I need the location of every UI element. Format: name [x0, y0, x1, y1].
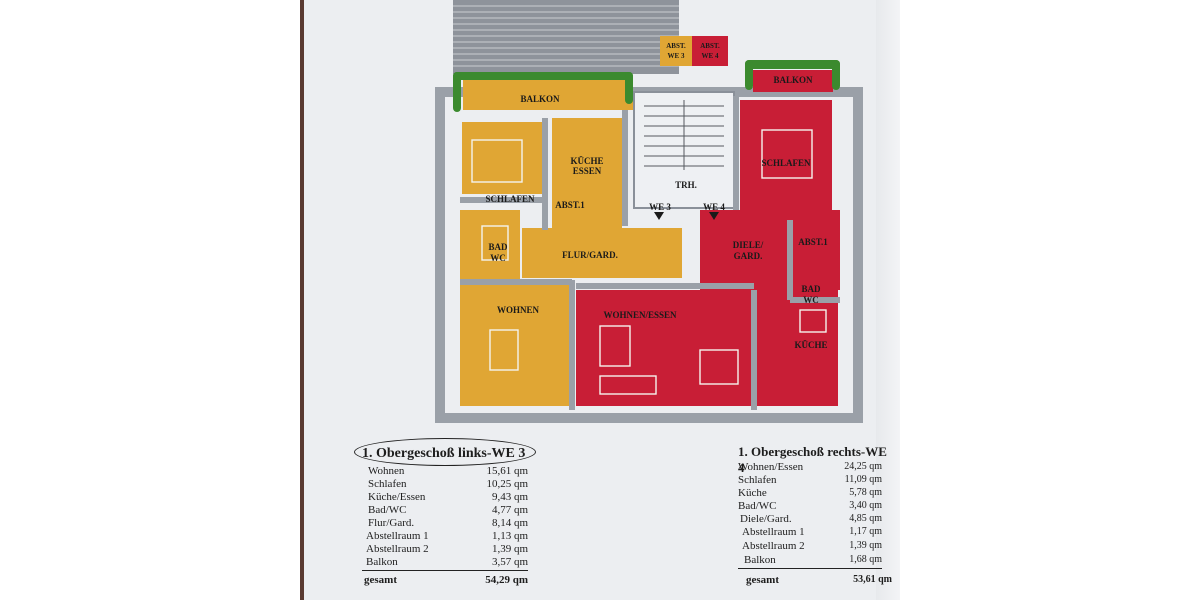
row-value: 5,78 qm: [849, 487, 882, 498]
label-we4-entrance: WE 4: [703, 202, 725, 212]
label-wohnen-essen: WOHNEN/ESSEN: [603, 310, 677, 320]
label-abst-we3-unit: WE 3: [668, 52, 685, 60]
total-label: gesamt: [364, 574, 397, 586]
row-value: 4,77 qm: [491, 504, 528, 516]
table-row: Balkon 3,57 qm: [362, 556, 528, 571]
label-flur-gard: FLUR/GARD.: [562, 250, 618, 260]
row-name: Schlafen: [368, 478, 407, 490]
row-name: Abstellraum 1: [366, 530, 429, 542]
label-bad-wc-left-2: WC: [490, 253, 506, 263]
row-name: Küche: [738, 487, 767, 499]
label-balkon-right: BALKON: [773, 75, 813, 85]
row-name: Abstellraum 2: [366, 543, 429, 555]
row-name: Abstellraum 1: [742, 526, 805, 538]
label-we3-entrance: WE 3: [649, 202, 671, 212]
area-table-we4: 1. Obergeschoß rechts-WE 4 Wohnen/Essen 2…: [738, 444, 896, 596]
label-kueche-essen-1: KÜCHE: [570, 156, 603, 166]
label-abst1-left: ABST.1: [555, 200, 585, 210]
page-edge-right: [876, 0, 900, 600]
label-abst1-right: ABST.1: [798, 237, 828, 247]
label-diele-gard-2: GARD.: [734, 251, 763, 261]
label-bad-wc-right-1: BAD: [801, 284, 821, 294]
label-abst-we4-unit: WE 4: [702, 52, 719, 60]
staircase: [633, 91, 735, 209]
table-we3-title: 1. Obergeschoß links-WE 3: [362, 446, 526, 461]
row-value: 8,14 qm: [491, 517, 528, 529]
total-label: gesamt: [746, 574, 779, 586]
row-name: Küche/Essen: [368, 491, 426, 503]
interior-walls: [460, 96, 840, 410]
row-name: Balkon: [744, 554, 776, 566]
row-value: 9,43 qm: [491, 491, 528, 503]
label-trh: TRH.: [675, 180, 697, 190]
label-abst-we4: ABST.: [700, 42, 720, 50]
row-name: Wohnen/Essen: [738, 461, 804, 473]
entrance-markers: [654, 212, 719, 220]
row-name: Wohnen: [368, 465, 405, 477]
row-value: 11,09 qm: [844, 474, 882, 485]
unit-we4-area: [576, 36, 840, 406]
row-value: 24,25 qm: [844, 461, 882, 472]
row-name: Bad/WC: [738, 500, 777, 512]
area-table-we3: 1. Obergeschoß links-WE 3 Wohnen 15,61 qm…: [354, 438, 542, 596]
label-diele-gard-1: DIELE/: [733, 240, 764, 250]
row-value: 1,68 qm: [849, 554, 882, 565]
label-wohnen: WOHNEN: [497, 305, 540, 315]
floor-plan: BALKON BALKON ABST. WE 3 ABST. WE 4 KÜCH…: [435, 0, 863, 423]
document-photo: BALKON BALKON ABST. WE 3 ABST. WE 4 KÜCH…: [300, 0, 900, 600]
label-schlafen-right: SCHLAFEN: [761, 158, 811, 168]
row-value: 1,39 qm: [491, 543, 528, 555]
row-value: 15,61 qm: [486, 465, 528, 477]
page-edge-left: [300, 0, 304, 600]
label-bad-wc-left-1: BAD: [488, 242, 508, 252]
row-name: Schlafen: [738, 474, 777, 486]
table-we4-title: 1. Obergeschoß rechts-WE 4: [738, 444, 887, 475]
row-value: 1,39 qm: [849, 540, 882, 551]
label-abst-we3: ABST.: [666, 42, 686, 50]
row-name: Flur/Gard.: [368, 517, 415, 529]
label-schlafen-left: SCHLAFEN: [485, 194, 535, 204]
row-name: Bad/WC: [368, 504, 407, 516]
row-name: Abstellraum 2: [742, 540, 805, 552]
plant-border: [453, 60, 840, 112]
row-value: 3,40 qm: [849, 500, 882, 511]
label-kueche-essen-2: ESSEN: [573, 166, 602, 176]
row-name: Diele/Gard.: [740, 513, 792, 525]
row-value: 1,17 qm: [849, 526, 882, 537]
row-value: 10,25 qm: [486, 478, 528, 490]
roof-terrace: [453, 0, 679, 74]
total-value: 53,61 qm: [853, 574, 892, 585]
label-bad-wc-right-2: WC: [803, 295, 819, 305]
label-balkon-left: BALKON: [520, 94, 560, 104]
row-value: 4,85 qm: [849, 513, 882, 524]
title-oval: [354, 438, 536, 466]
row-value: 1,13 qm: [491, 530, 528, 542]
label-kueche-right: KÜCHE: [794, 340, 827, 350]
row-name: Balkon: [366, 556, 398, 568]
unit-we3-area: [460, 36, 692, 406]
total-value: 54,29 qm: [485, 574, 528, 586]
table-row: Balkon 1,68 qm: [738, 554, 882, 569]
furniture: [471, 129, 827, 395]
row-value: 3,57 qm: [491, 556, 528, 568]
